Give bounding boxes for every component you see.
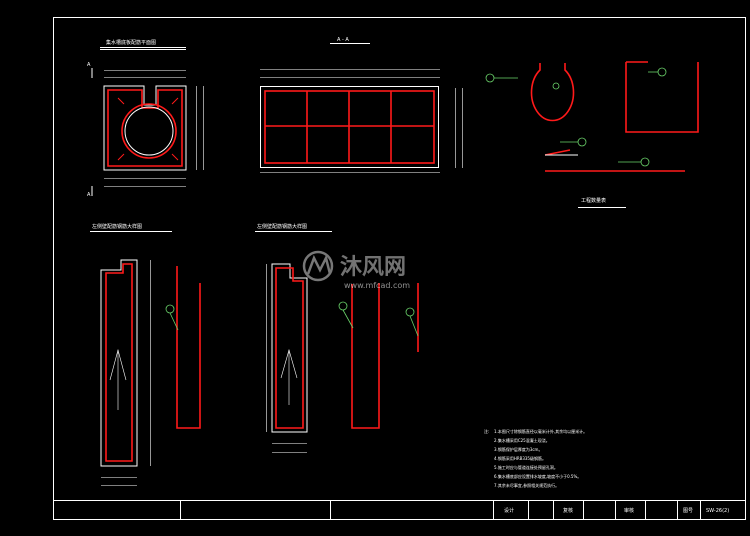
note-line-7: 7.其余未尽事宜,参照相关规范执行。 bbox=[494, 482, 559, 488]
plan-title: 集水槽底板配筋平面图 bbox=[106, 39, 156, 46]
watermark-brand: 沐风网 bbox=[340, 255, 406, 280]
drawing-number: SW-26(2) bbox=[706, 508, 729, 514]
note-line-3: 3.钢筋保护层厚度为3cm。 bbox=[494, 446, 542, 452]
note-line-5: 5.施工时应与管道连接处预留孔洞。 bbox=[494, 464, 558, 470]
watermark: 沐风网 www.mfcad.com bbox=[302, 250, 410, 290]
wall-detail-1-title: 左侧壁配筋钢筋大样图 bbox=[92, 223, 142, 230]
note-line-2: 2.集水槽采用C25混凝土现浇。 bbox=[494, 437, 550, 443]
wall-detail-2: 左侧壁配筋钢筋大样图 bbox=[255, 223, 419, 453]
note-line-4: 4.钢筋采用HRB335级钢筋。 bbox=[494, 455, 546, 461]
notes: 注: 1.本图尺寸除钢筋直径以毫米计外,其余均以厘米计。 2.集水槽采用C25混… bbox=[484, 428, 587, 488]
rebar-details: 工程数量表 bbox=[485, 61, 699, 208]
design-label: 设计 bbox=[504, 507, 514, 514]
mf-logo-icon bbox=[302, 250, 334, 282]
check-label: 复核 bbox=[563, 507, 573, 514]
drawing-no-label: 图号 bbox=[683, 508, 693, 514]
review-label: 审核 bbox=[624, 507, 634, 514]
note-line-6: 6.集水槽底部应设置排水坡度,坡度不小于0.5%。 bbox=[494, 473, 581, 479]
section-a-a: A - A bbox=[260, 37, 463, 173]
note-line-1: 1.本图尺寸除钢筋直径以毫米计外,其余均以厘米计。 bbox=[494, 428, 587, 434]
plan-view: 集水槽底板配筋平面图 A A bbox=[87, 39, 204, 198]
section-title: A - A bbox=[337, 37, 349, 43]
notes-heading: 注: bbox=[484, 428, 489, 434]
wall-detail-1: 左侧壁配筋钢筋大样图 bbox=[90, 223, 201, 486]
wall-detail-2-title: 左侧壁配筋钢筋大样图 bbox=[257, 223, 307, 230]
title-block: 设计 复核 审核 图号 SW-26(2) bbox=[53, 500, 746, 520]
section-mark-bottom: A bbox=[87, 192, 91, 198]
detail-table-title: 工程数量表 bbox=[581, 197, 606, 204]
watermark-url: www.mfcad.com bbox=[344, 281, 410, 290]
section-mark-top: A bbox=[87, 62, 91, 68]
drawing-border bbox=[53, 17, 746, 520]
